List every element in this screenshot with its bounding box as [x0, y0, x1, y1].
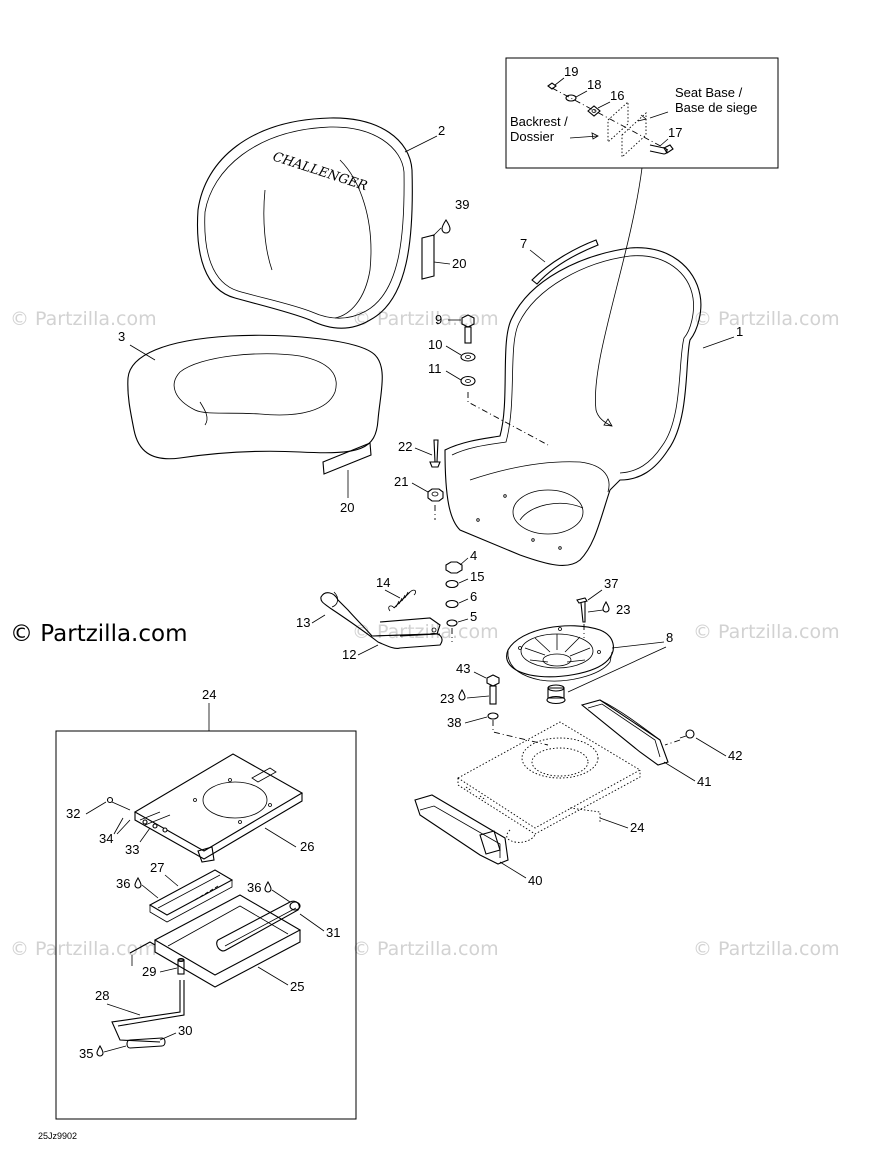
callout-32: 32	[66, 806, 80, 821]
callout-4: 4	[470, 548, 477, 563]
washer-18	[565, 94, 577, 102]
callout-34: 34	[99, 831, 113, 846]
callout-28: 28	[95, 988, 109, 1003]
seat-shell	[444, 247, 702, 566]
tube-31	[216, 900, 301, 952]
callout-10: 10	[428, 337, 442, 352]
callout-36a: 36	[116, 876, 130, 891]
callout-13: 13	[296, 615, 310, 630]
callout-37: 37	[604, 576, 618, 591]
inset-backrest-fr-label: Dossier	[510, 129, 555, 144]
watermark: © Partzilla.com	[693, 308, 840, 330]
pin-22-nut-21	[427, 439, 444, 502]
callout-26: 26	[300, 839, 314, 854]
callout-27: 27	[150, 860, 164, 875]
callout-18: 18	[587, 77, 601, 92]
inset-seat-base-label: Seat Base /	[675, 85, 743, 100]
hardware-stack-4-15-6-5	[445, 561, 463, 627]
callout-9: 9	[435, 312, 442, 327]
callout-23a: 23	[440, 691, 454, 706]
backrest-cushion: CHALLENGER	[196, 117, 413, 329]
callout-7: 7	[520, 236, 527, 251]
callout-2: 2	[438, 123, 445, 138]
callout-20a: 20	[452, 256, 466, 271]
callout-38: 38	[447, 715, 461, 730]
screw-37	[576, 597, 588, 623]
callout-14: 14	[376, 575, 390, 590]
diagram-code: 25Jz9902	[38, 1131, 77, 1141]
callout-21: 21	[394, 474, 408, 489]
bottom-frame-25	[129, 894, 302, 988]
swivel-plate-8	[506, 625, 614, 705]
callout-17: 17	[668, 125, 682, 140]
callout-15: 15	[470, 569, 484, 584]
oil-drop-icon	[458, 688, 466, 701]
slide-assembly-inset	[55, 730, 357, 1120]
inset-seat-base-fr-label: Base de siege	[675, 100, 757, 115]
callout-24a: 24	[202, 687, 216, 702]
watermark: © Partzilla.com	[352, 308, 499, 330]
callout-19: 19	[564, 64, 578, 79]
seat-slide-frame-24	[457, 721, 641, 843]
release-handle-28	[111, 980, 185, 1049]
callout-11: 11	[428, 361, 442, 376]
callout-22: 22	[398, 439, 412, 454]
watermark: © Partzilla.com	[10, 308, 157, 330]
callout-31: 31	[326, 925, 340, 940]
watermark: © Partzilla.com	[693, 938, 840, 960]
brand-logo: CHALLENGER	[271, 150, 369, 195]
rail-41	[580, 699, 669, 766]
callout-16: 16	[610, 88, 624, 103]
callout-6: 6	[470, 589, 477, 604]
callout-12: 12	[342, 647, 356, 662]
callout-36b: 36	[247, 880, 261, 895]
oil-drop-icon	[264, 880, 272, 893]
screw-32	[106, 796, 114, 804]
plug-42	[679, 729, 695, 739]
callout-8: 8	[666, 630, 673, 645]
watermark: © Partzilla.com	[352, 938, 499, 960]
callout-23b: 23	[616, 602, 630, 617]
callout-25: 25	[290, 979, 304, 994]
watermark: © Partzilla.com	[693, 621, 840, 643]
callout-35: 35	[79, 1046, 93, 1061]
trim-strip-7	[531, 239, 599, 285]
callout-5: 5	[470, 609, 477, 624]
oil-drop-icon	[441, 219, 451, 234]
label-strip-20-backrest	[421, 234, 435, 280]
label-strip-20	[322, 442, 372, 475]
callout-43: 43	[456, 661, 470, 676]
nut-16	[587, 105, 601, 117]
nut-19	[547, 82, 557, 90]
bolt-43	[486, 674, 500, 720]
watermarks: © Partzilla.com © Partzilla.com © Partzi…	[10, 308, 840, 960]
callout-41: 41	[697, 774, 711, 789]
oil-drop-icon	[134, 876, 142, 889]
callout-1: 1	[736, 324, 743, 339]
callout-3: 3	[118, 329, 125, 344]
callout-24b: 24	[630, 820, 644, 835]
spring-14	[388, 589, 417, 612]
pin-29	[177, 957, 185, 975]
callout-40: 40	[528, 873, 542, 888]
callout-39: 39	[455, 197, 469, 212]
seat-cushion	[127, 334, 383, 460]
callout-29: 29	[142, 964, 156, 979]
watermark: © Partzilla.com	[352, 621, 499, 643]
oil-drop-icon	[96, 1044, 104, 1057]
bolt-stack-9-10-11	[460, 314, 476, 387]
callout-42: 42	[728, 748, 742, 763]
inset-backrest-label: Backrest /	[510, 114, 568, 129]
slide-rail-27	[148, 869, 234, 923]
watermark: © Partzilla.com	[10, 938, 157, 960]
top-plate-26	[133, 753, 304, 863]
release-lever-12	[320, 591, 443, 649]
callout-20b: 20	[340, 500, 354, 515]
callout-30: 30	[178, 1023, 192, 1038]
rail-40	[414, 794, 509, 865]
watermark-main: © Partzilla.com	[10, 621, 188, 647]
oil-drop-icon	[602, 600, 610, 613]
callout-33: 33	[125, 842, 139, 857]
